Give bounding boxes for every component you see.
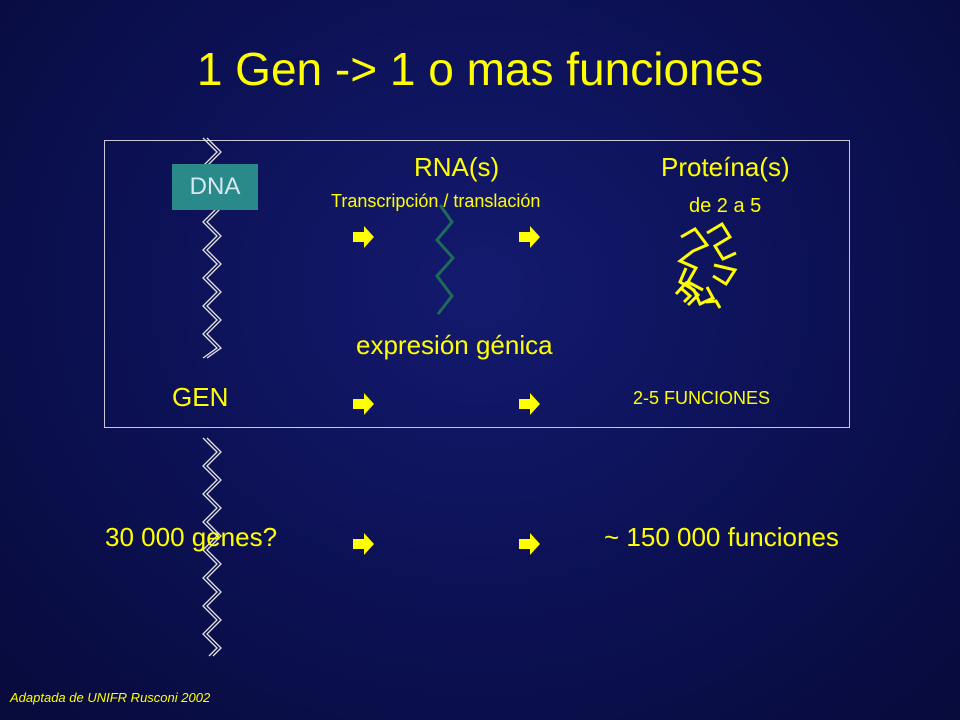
- arrow-icon: [353, 533, 374, 555]
- credit-text: Adaptada de UNIFR Rusconi 2002: [10, 690, 211, 705]
- functions-count-label: ~ 150 000 funciones: [604, 522, 839, 552]
- protein-label: Proteína(s): [661, 152, 790, 182]
- arrow-icon: [353, 226, 374, 248]
- arrow-icon: [353, 393, 374, 415]
- functions-label: 2-5 FUNCIONES: [633, 388, 771, 408]
- rna-label: RNA(s): [414, 152, 500, 182]
- diagram-frame: [104, 140, 850, 428]
- slide-title: 1 Gen -> 1 o mas funciones: [196, 43, 764, 95]
- expression-label: expresión génica: [356, 330, 553, 360]
- protein-count-label: de 2 a 5: [689, 195, 762, 217]
- arrow-icon: [519, 533, 540, 555]
- rna-strand-icon: [435, 204, 456, 315]
- arrow-icon: [519, 393, 540, 415]
- arrow-icon: [519, 226, 540, 248]
- gene-label: GEN: [172, 382, 229, 412]
- arrows: [353, 226, 540, 555]
- folded-protein-icon: [674, 221, 738, 309]
- dna-label: DNA: [172, 164, 258, 210]
- genes-count-label: 30 000 genes?: [105, 522, 278, 552]
- process-label: Transcripción / translación: [331, 191, 541, 211]
